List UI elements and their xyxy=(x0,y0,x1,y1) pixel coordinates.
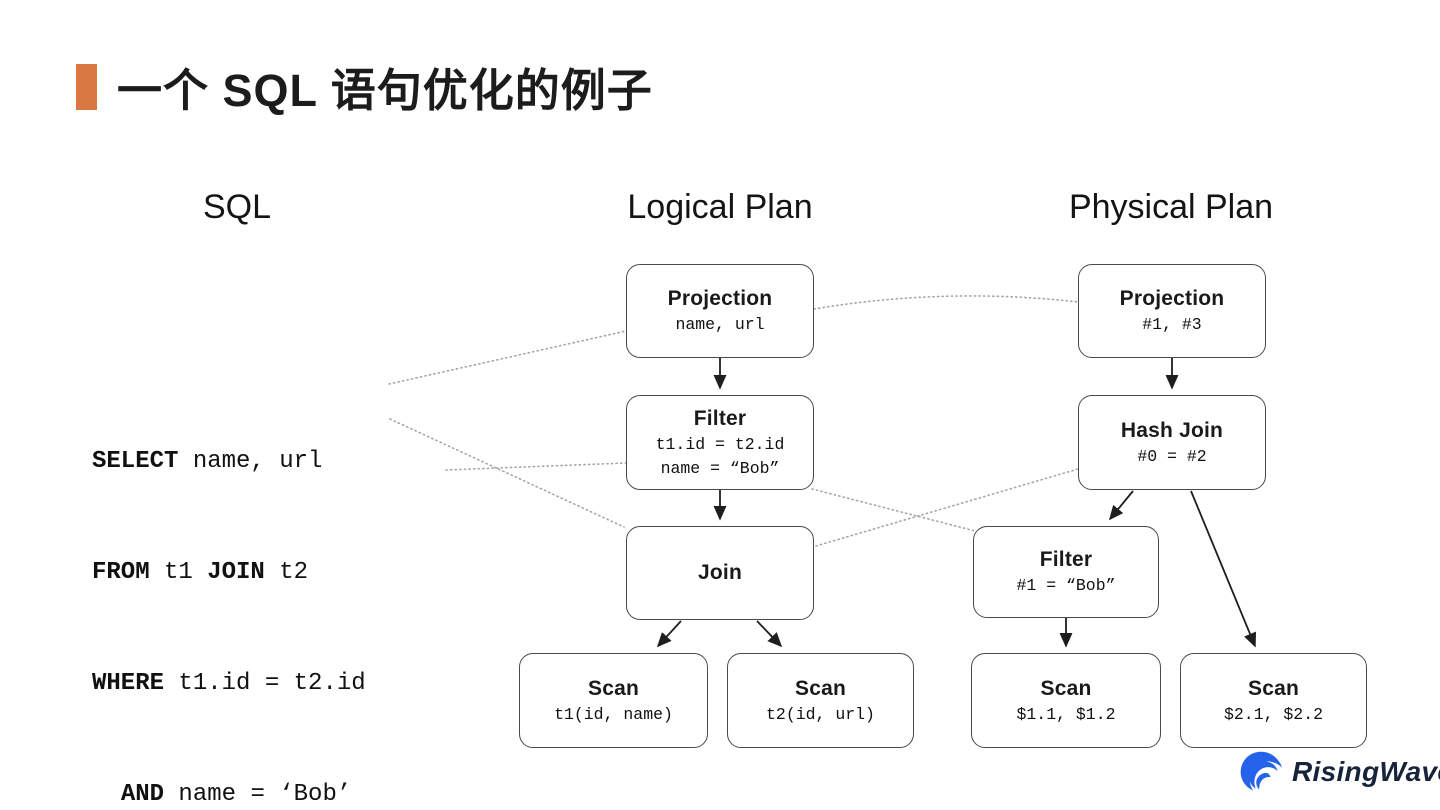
dotted-select-to-projection xyxy=(388,330,627,385)
sql-text: name, url xyxy=(178,448,323,475)
node-detail: $2.1, $2.2 xyxy=(1223,704,1324,724)
logical-projection-node: Projection name, url xyxy=(626,264,814,358)
sql-indent xyxy=(92,781,121,808)
column-header-logical-plan: Logical Plan xyxy=(627,188,813,226)
slide-title: 一个 SQL 语句优化的例子 xyxy=(117,65,653,116)
node-detail: $1.1, $1.2 xyxy=(1016,704,1116,724)
column-header-physical-plan: Physical Plan xyxy=(1068,188,1274,226)
arrow-ljoin-to-scan-t1 xyxy=(656,620,682,648)
risingwave-logo: RisingWave xyxy=(1238,750,1440,794)
sql-text: t1.id = t2.id xyxy=(164,670,366,697)
sql-keyword: FROM xyxy=(92,559,150,586)
sql-line-from: FROM t1 JOIN t2 xyxy=(92,554,366,591)
slide-header: 一个 SQL 语句优化的例子 xyxy=(76,54,653,119)
node-detail: name, url xyxy=(675,315,765,334)
node-detail: #0 = #2 xyxy=(1137,446,1207,466)
dotted-filter-to-filter xyxy=(811,488,976,532)
arrow-ljoin-to-scan-t2 xyxy=(756,620,783,648)
node-title: Join xyxy=(698,561,742,584)
logo-text: RisingWave xyxy=(1292,756,1440,787)
sql-text: name = ‘Bob’ xyxy=(164,781,352,808)
dotted-projection-to-projection xyxy=(813,295,1079,310)
dotted-where-to-filter xyxy=(445,462,627,471)
physical-scan-2-node: Scan $2.1, $2.2 xyxy=(1180,653,1367,748)
node-title: Hash Join xyxy=(1120,418,1224,442)
dotted-from-to-join xyxy=(389,418,625,528)
node-detail: t1(id, name) xyxy=(554,704,673,724)
sql-keyword: JOIN xyxy=(207,559,265,586)
arrow-hashjoin-to-pfilter xyxy=(1108,490,1134,521)
physical-projection-node: Projection #1, #3 xyxy=(1078,264,1266,358)
node-title: Scan xyxy=(588,676,639,700)
physical-scan-1-node: Scan $1.1, $1.2 xyxy=(971,653,1161,748)
arrow-hashjoin-to-scan2 xyxy=(1190,490,1257,648)
node-detail: t2(id, url) xyxy=(766,704,875,724)
node-detail: t1.id = t2.id xyxy=(655,434,785,454)
node-title: Filter xyxy=(693,406,747,430)
node-title: Projection xyxy=(1119,287,1225,310)
wave-icon xyxy=(1240,751,1283,791)
sql-keyword: WHERE xyxy=(92,670,165,697)
sql-line-and: AND name = ‘Bob’ xyxy=(92,776,366,810)
sql-text: t2 xyxy=(264,559,309,586)
node-title: Scan xyxy=(795,676,846,700)
node-detail: name = “Bob” xyxy=(660,458,780,478)
column-header-sql: SQL xyxy=(202,188,272,226)
node-title: Scan xyxy=(1040,676,1092,700)
node-detail: #1 = “Bob” xyxy=(1016,576,1116,595)
sql-line-select: SELECT name, url xyxy=(92,443,366,480)
logical-join-node: Join xyxy=(626,526,814,620)
sql-keyword: AND xyxy=(120,781,165,808)
logical-scan-t2-node: Scan t2(id, url) xyxy=(727,653,914,748)
node-title: Scan xyxy=(1248,676,1299,700)
logical-filter-node: Filter t1.id = t2.id name = “Bob” xyxy=(626,395,814,490)
title-accent-bar xyxy=(76,63,97,110)
sql-line-where: WHERE t1.id = t2.id xyxy=(92,665,366,702)
sql-code-block: SELECT name, url FROM t1 JOIN t2 WHERE t… xyxy=(92,369,366,810)
sql-text: t1 xyxy=(149,559,208,586)
node-title: Filter xyxy=(1039,548,1093,571)
physical-hash-join-node: Hash Join #0 = #2 xyxy=(1078,395,1266,490)
node-title: Projection xyxy=(667,287,773,310)
physical-filter-node: Filter #1 = “Bob” xyxy=(973,526,1159,618)
node-detail: #1, #3 xyxy=(1142,315,1202,334)
logical-scan-t1-node: Scan t1(id, name) xyxy=(519,653,708,748)
sql-keyword: SELECT xyxy=(92,448,179,475)
